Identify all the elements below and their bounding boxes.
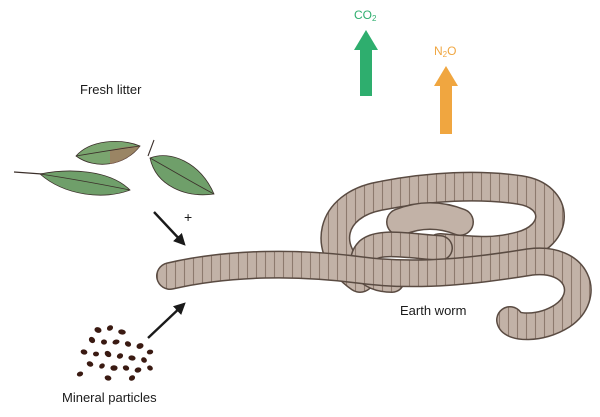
co2-label-main: CO [354, 8, 372, 22]
worm-icon [156, 171, 592, 341]
earth-worm-label: Earth worm [400, 303, 467, 318]
n2o-label-main: N [434, 44, 443, 58]
n2o-label-sub: 2 [442, 50, 448, 59]
plus-sign: + [184, 209, 193, 225]
co2-label-sub: 2 [372, 14, 377, 23]
n2o-label: N2O [434, 44, 456, 59]
fresh-litter-label: Fresh litter [80, 82, 142, 97]
mineral-particles-label: Mineral particles [62, 390, 157, 405]
co2-label: CO2 [354, 8, 376, 23]
co2-arrow [354, 30, 378, 96]
n2o-label-suffix: O [447, 44, 457, 58]
particles-arrow [147, 302, 186, 339]
litter-arrow [153, 211, 186, 246]
n2o-arrow [434, 66, 458, 134]
leaf-icon [13, 139, 215, 196]
particle-icon [76, 325, 154, 381]
